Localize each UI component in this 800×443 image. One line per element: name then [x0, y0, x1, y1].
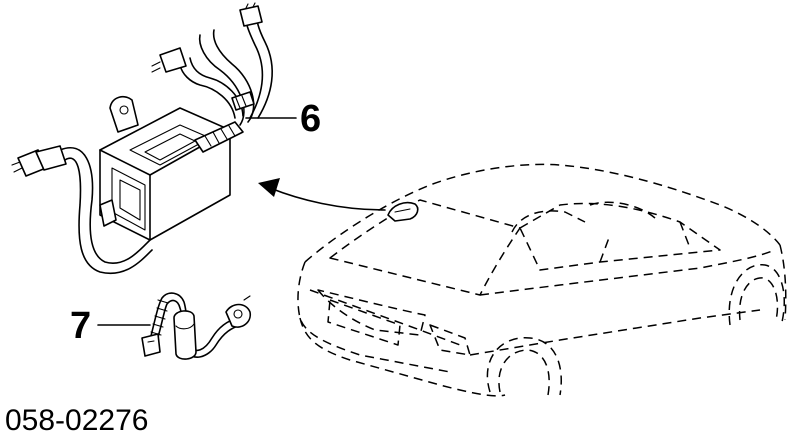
control-unit-assembly: [11, 2, 273, 275]
diagram-code: 058-02276: [5, 404, 148, 437]
callout-7: 7: [70, 305, 151, 347]
callout-7-label: 7: [70, 305, 91, 347]
wire-harness-part: [141, 292, 252, 360]
car-illustration: [297, 163, 787, 397]
callout-6-label: 6: [300, 98, 321, 140]
callout-6: 6: [245, 98, 321, 140]
location-arrow: [258, 178, 386, 211]
